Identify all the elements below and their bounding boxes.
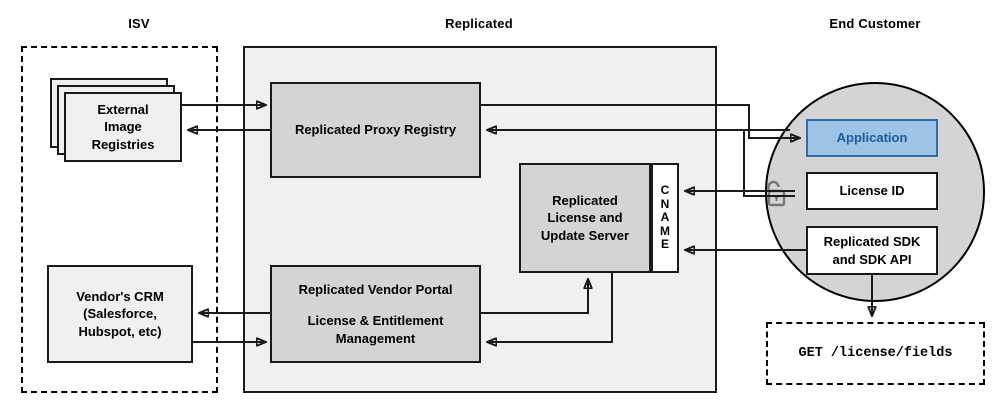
license-server-label-line3: Update Server bbox=[540, 227, 630, 243]
application[interactable]: Application bbox=[806, 119, 938, 157]
cname-letter-c: C bbox=[660, 183, 670, 198]
replicated-sdk-label-line2: and SDK API bbox=[832, 251, 912, 267]
application-label: Application bbox=[836, 130, 908, 146]
vendor-portal-label-line1: Replicated Vendor Portal bbox=[298, 282, 453, 298]
vendors-crm-label-line2: (Salesforce, bbox=[83, 306, 157, 322]
external-image-registries-label-line1: External bbox=[97, 102, 149, 118]
external-image-registries-label-line3: Registries bbox=[91, 136, 155, 152]
license-id-label: License ID bbox=[839, 183, 905, 199]
vendor-portal-label-line2: License & Entitlement bbox=[307, 313, 444, 329]
replicated-license-and-update-server[interactable]: Replicated License and Update Server bbox=[519, 163, 651, 273]
license-server-label-line1: Replicated bbox=[552, 193, 618, 209]
lane-title-end-customer: End Customer bbox=[829, 16, 921, 31]
vendors-crm[interactable]: Vendor's CRM (Salesforce, Hubspot, etc) bbox=[47, 265, 193, 363]
vendors-crm-label-line3: Hubspot, etc) bbox=[78, 323, 162, 339]
cname-letter-m: M bbox=[660, 223, 670, 238]
cname-letter-a: A bbox=[660, 210, 670, 225]
cname-letter-n: N bbox=[660, 196, 670, 211]
api-request-label: GET /license/fields bbox=[798, 346, 953, 361]
external-image-registries-label-line2: Image bbox=[104, 119, 142, 135]
lane-title-isv: ISV bbox=[128, 16, 150, 31]
vendor-portal-label-line3: Management bbox=[335, 330, 416, 346]
replicated-proxy-registry[interactable]: Replicated Proxy Registry bbox=[270, 82, 481, 178]
replicated-proxy-registry-label: Replicated Proxy Registry bbox=[294, 122, 457, 138]
replicated-sdk[interactable]: Replicated SDK and SDK API bbox=[806, 226, 938, 275]
api-request-get-license-fields[interactable]: GET /license/fields bbox=[766, 322, 985, 385]
license-server-label-line2: License and bbox=[547, 210, 623, 226]
lane-title-replicated: Replicated bbox=[445, 16, 513, 31]
cname-letter-e: E bbox=[660, 237, 669, 252]
license-id[interactable]: License ID bbox=[806, 172, 938, 210]
replicated-vendor-portal[interactable]: Replicated Vendor Portal License & Entit… bbox=[270, 265, 481, 363]
cname-strip: C N A M E bbox=[651, 163, 679, 273]
vendors-crm-label-line1: Vendor's CRM bbox=[76, 289, 164, 305]
replicated-sdk-label-line1: Replicated SDK bbox=[823, 234, 921, 250]
isv-boundary bbox=[21, 46, 218, 393]
external-image-registries[interactable]: External Image Registries bbox=[64, 92, 182, 162]
